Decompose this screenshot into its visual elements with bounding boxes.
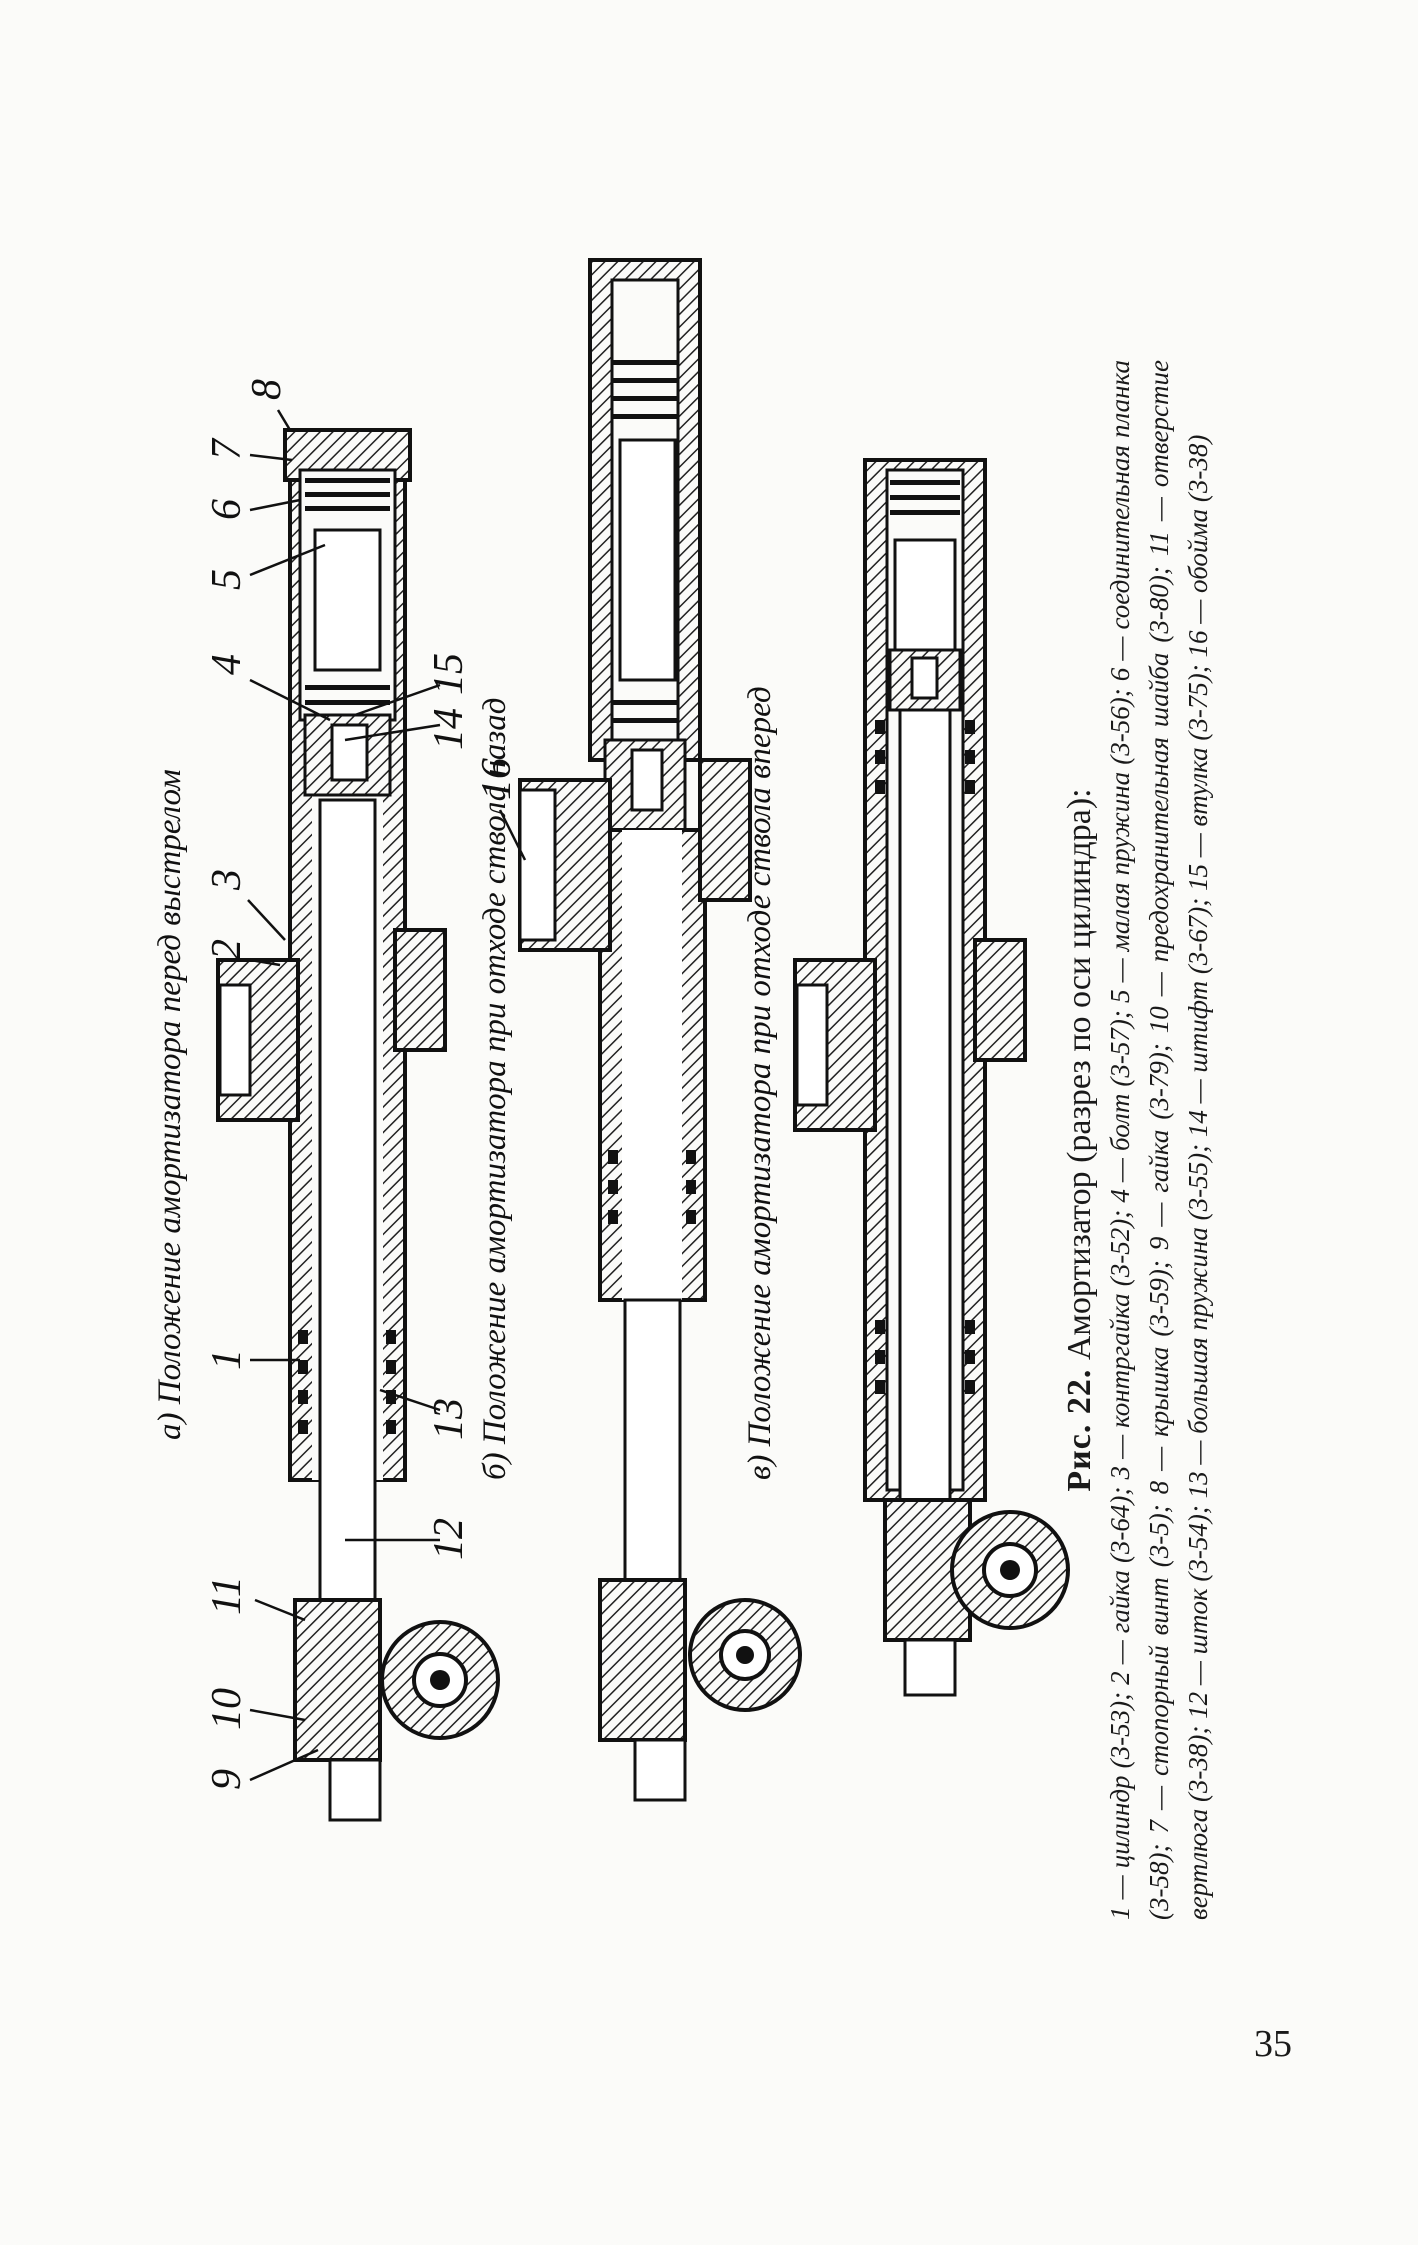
callout-5: 5 xyxy=(204,569,250,590)
figure-number: Рис. 22. xyxy=(1061,1368,1098,1492)
large-spring-coils-b xyxy=(608,1150,696,1224)
callout-14: 14 xyxy=(426,708,472,750)
callout-10: 10 xyxy=(204,1688,250,1730)
assembly-c xyxy=(793,458,1070,1697)
figure-legend: 1 — цилиндр (3-53); 2 — гайка (3-64); 3 … xyxy=(1105,360,1213,1920)
callout-2: 2 xyxy=(204,939,250,960)
callout-11: 11 xyxy=(204,1576,250,1615)
figure-title-text: Амортизатор (разрез по оси цилиндра): xyxy=(1061,788,1098,1361)
callout-3: 3 xyxy=(204,869,250,891)
callout-16: 16 xyxy=(474,758,520,800)
figure-title: Рис. 22. Амортизатор (разрез по оси цили… xyxy=(1060,360,1099,1920)
position-label-c: в) Положение амортизатора при отходе ств… xyxy=(742,686,778,1480)
figure-caption: Рис. 22. Амортизатор (разрез по оси цили… xyxy=(1060,360,1218,1920)
callout-15: 15 xyxy=(426,653,472,695)
position-label-b: б) Положение амортизатора при отходе ств… xyxy=(477,698,513,1480)
callout-8: 8 xyxy=(244,379,290,400)
small-spring-coils-c xyxy=(890,480,960,515)
leader-lines xyxy=(247,409,527,1782)
callout-12: 12 xyxy=(426,1518,472,1560)
large-spring-coils-a xyxy=(298,1330,396,1434)
large-spring-coils-c xyxy=(875,720,975,1394)
callout-13: 13 xyxy=(426,1398,472,1440)
small-spring-coils-a xyxy=(305,478,390,705)
assembly-b xyxy=(518,258,802,1802)
callout-6: 6 xyxy=(204,499,250,520)
small-spring-coils-b xyxy=(612,360,678,723)
callout-numbers: 8 7 6 5 4 15 14 3 2 1 13 12 11 10 9 16 xyxy=(204,379,520,1790)
position-label-a: а) Положение амортизатора перед выстрело… xyxy=(152,769,188,1440)
position-labels: а) Положение амортизатора перед выстрело… xyxy=(152,686,778,1480)
callout-1: 1 xyxy=(204,1349,250,1370)
callout-7: 7 xyxy=(204,437,250,460)
callout-4: 4 xyxy=(204,654,250,675)
page-number: 35 xyxy=(1254,2023,1292,2065)
assembly-a xyxy=(216,428,500,1822)
callout-9: 9 xyxy=(204,1769,250,1790)
